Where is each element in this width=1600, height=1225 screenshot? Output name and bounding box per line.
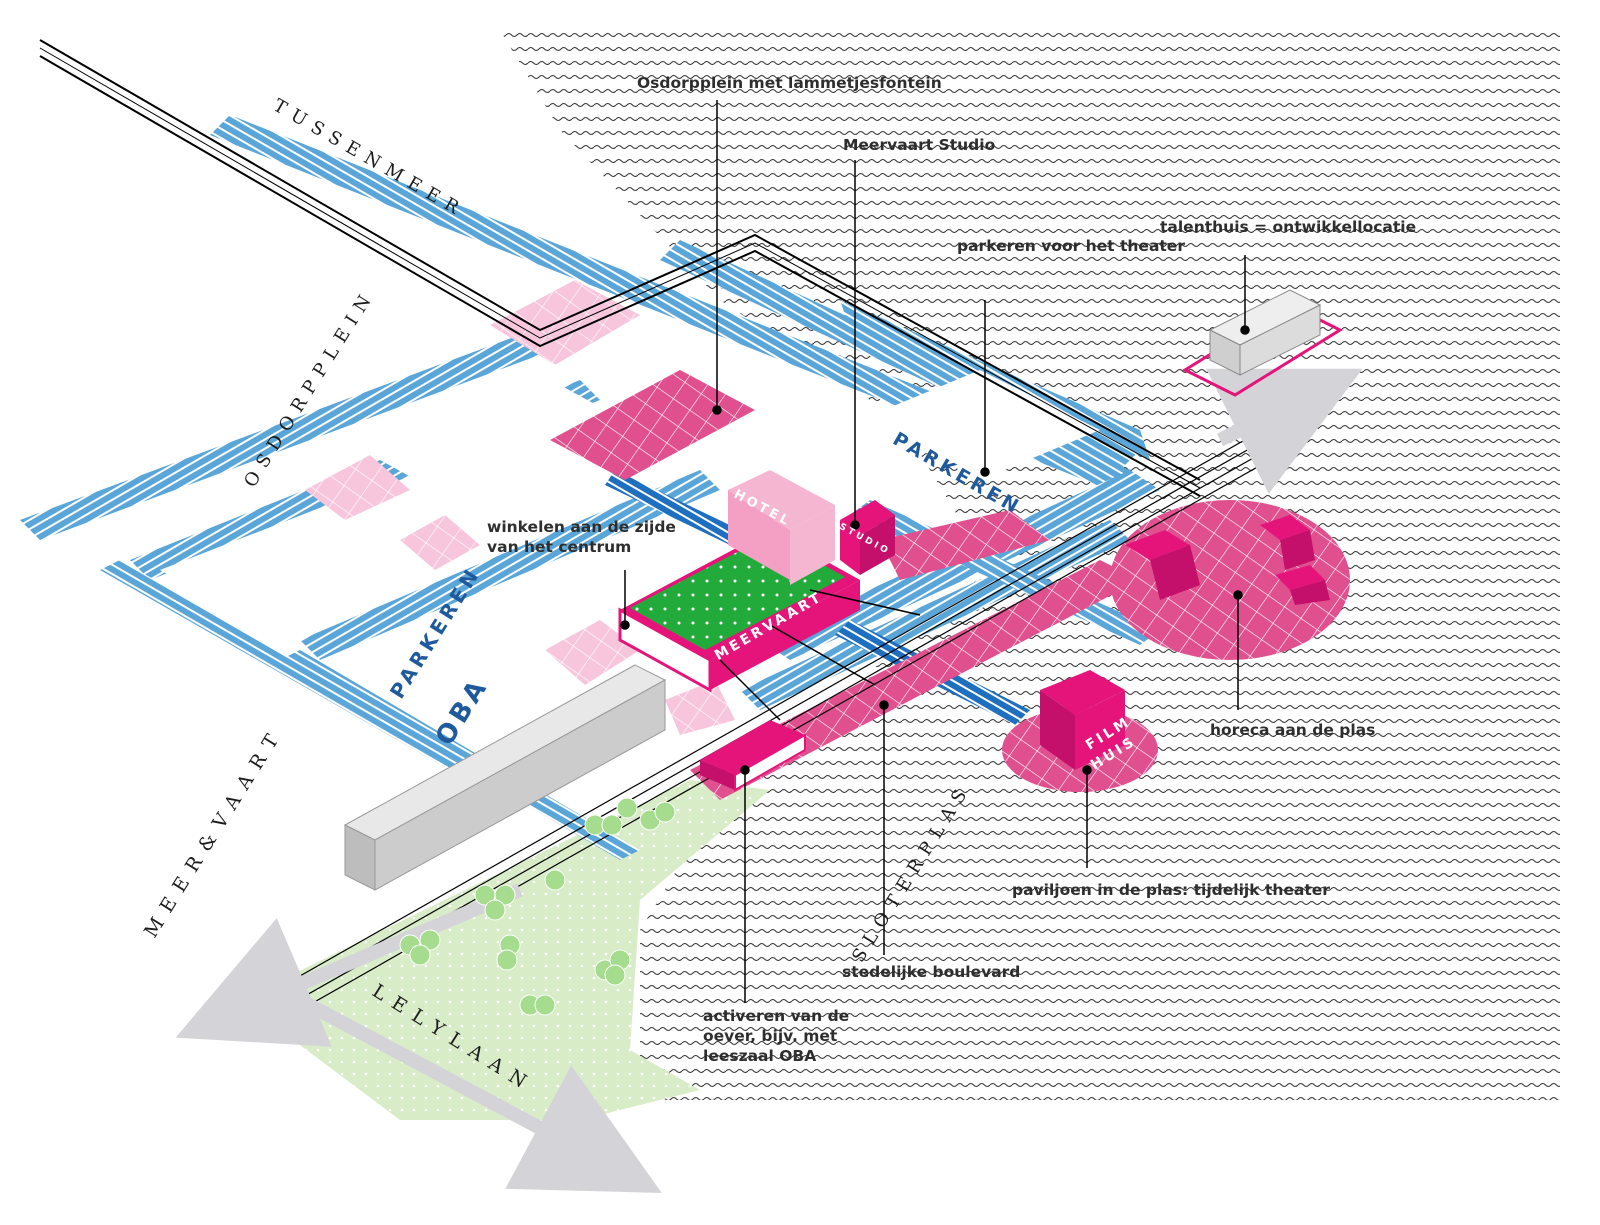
- label-winkelen: winkelen aan de zijde van het centrum: [487, 518, 676, 556]
- trees: [399, 797, 676, 1016]
- public-squares: [305, 280, 735, 735]
- label-talenthuis: talenthuis = ontwikkellocatie: [1160, 218, 1417, 236]
- label-activeren: activeren van de oever, bijv. met leesza…: [703, 1007, 850, 1065]
- direction-arrows: [175, 368, 1363, 1193]
- label-horeca: horeca aan de plas: [1210, 721, 1376, 739]
- leader-lines: [620, 100, 1250, 1003]
- label-parkeren-theater: parkeren voor het theater: [957, 237, 1185, 255]
- hotel-building: [728, 470, 835, 585]
- talenthuis-building: [1181, 289, 1344, 397]
- filmhuis-building: [1040, 670, 1125, 770]
- label-osdorpplein-fontein: Osdorpplein met lammetjesfontein: [637, 74, 942, 92]
- southwest-arrow: [175, 883, 523, 1047]
- label-paviljoen: paviljoen in de plas: tijdelijk theater: [1012, 881, 1330, 899]
- oever-pavilion: [700, 720, 806, 792]
- horeca-buildings: [1125, 515, 1330, 605]
- label-boulevard: stedelijke boulevard: [842, 963, 1021, 981]
- northeast-arrow: [1206, 368, 1363, 494]
- label-meervaart-studio: Meervaart Studio: [843, 136, 996, 154]
- lelylaan-arrow: [296, 993, 662, 1193]
- long-grey-building: [343, 664, 667, 891]
- building-plots: [160, 370, 1100, 730]
